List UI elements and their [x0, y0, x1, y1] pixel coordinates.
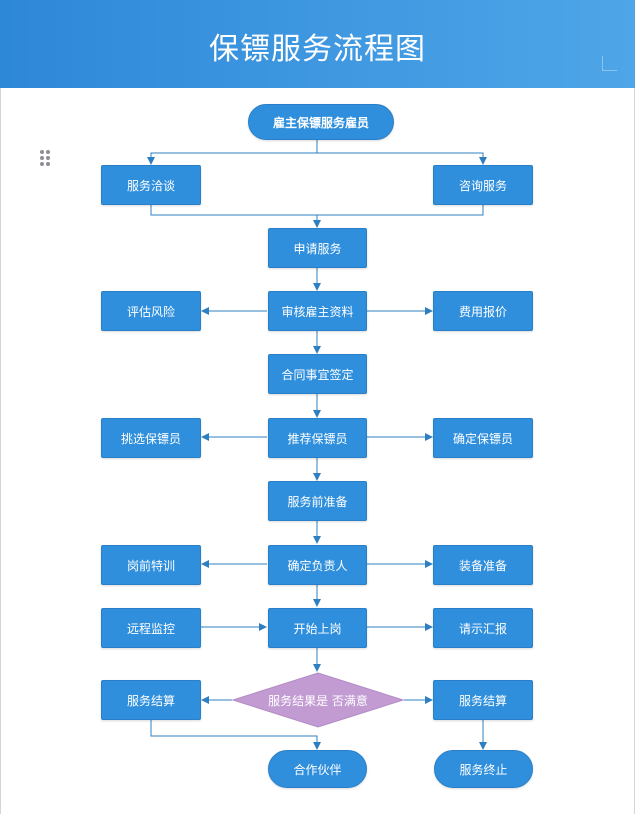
- node-contract[interactable]: 合同事宜签定: [268, 354, 367, 394]
- edge-consult-merge: [317, 205, 484, 216]
- frame-border-left: [0, 88, 1, 814]
- node-settle-left[interactable]: 服务结算: [101, 680, 201, 720]
- node-negotiate[interactable]: 服务洽谈: [101, 165, 201, 205]
- edge-start-consult: [317, 152, 487, 165]
- edge-start-split: [147, 140, 318, 165]
- edge-settle-partner: [150, 720, 321, 750]
- page-title: 保镖服务流程图: [209, 32, 426, 67]
- corner-mark: [602, 56, 617, 71]
- node-assess-risk[interactable]: 评估风险: [101, 291, 201, 331]
- decision-label: 服务结果是 否满意: [268, 693, 368, 708]
- node-quote[interactable]: 费用报价: [433, 291, 533, 331]
- node-apply[interactable]: 申请服务: [268, 228, 367, 268]
- node-consult[interactable]: 咨询服务: [433, 165, 533, 205]
- node-training[interactable]: 岗前特训: [101, 545, 201, 585]
- node-equip[interactable]: 装备准备: [433, 545, 533, 585]
- node-report[interactable]: 请示汇报: [433, 608, 533, 648]
- edge-negotiate-apply: [150, 205, 321, 228]
- node-decision[interactable]: 服务结果是 否满意: [232, 672, 404, 728]
- node-assign-lead[interactable]: 确定负责人: [268, 545, 367, 585]
- node-select-guard[interactable]: 挑选保镖员: [101, 418, 201, 458]
- page-header: 保镖服务流程图: [0, 0, 635, 88]
- node-terminate[interactable]: 服务终止: [434, 750, 533, 788]
- drag-handle-icon[interactable]: [40, 150, 50, 166]
- node-prepare[interactable]: 服务前准备: [268, 481, 367, 521]
- node-settle-right[interactable]: 服务结算: [433, 680, 533, 720]
- node-review[interactable]: 审核雇主资料: [268, 291, 367, 331]
- node-start-duty[interactable]: 开始上岗: [268, 608, 367, 648]
- node-start[interactable]: 雇主保镖服务雇员: [248, 104, 394, 140]
- decision-diamond-shape: [232, 672, 404, 728]
- node-recommend[interactable]: 推荐保镖员: [268, 418, 367, 458]
- node-confirm-guard[interactable]: 确定保镖员: [433, 418, 533, 458]
- node-partner[interactable]: 合作伙伴: [268, 750, 367, 788]
- node-remote-monitor[interactable]: 远程监控: [101, 608, 201, 648]
